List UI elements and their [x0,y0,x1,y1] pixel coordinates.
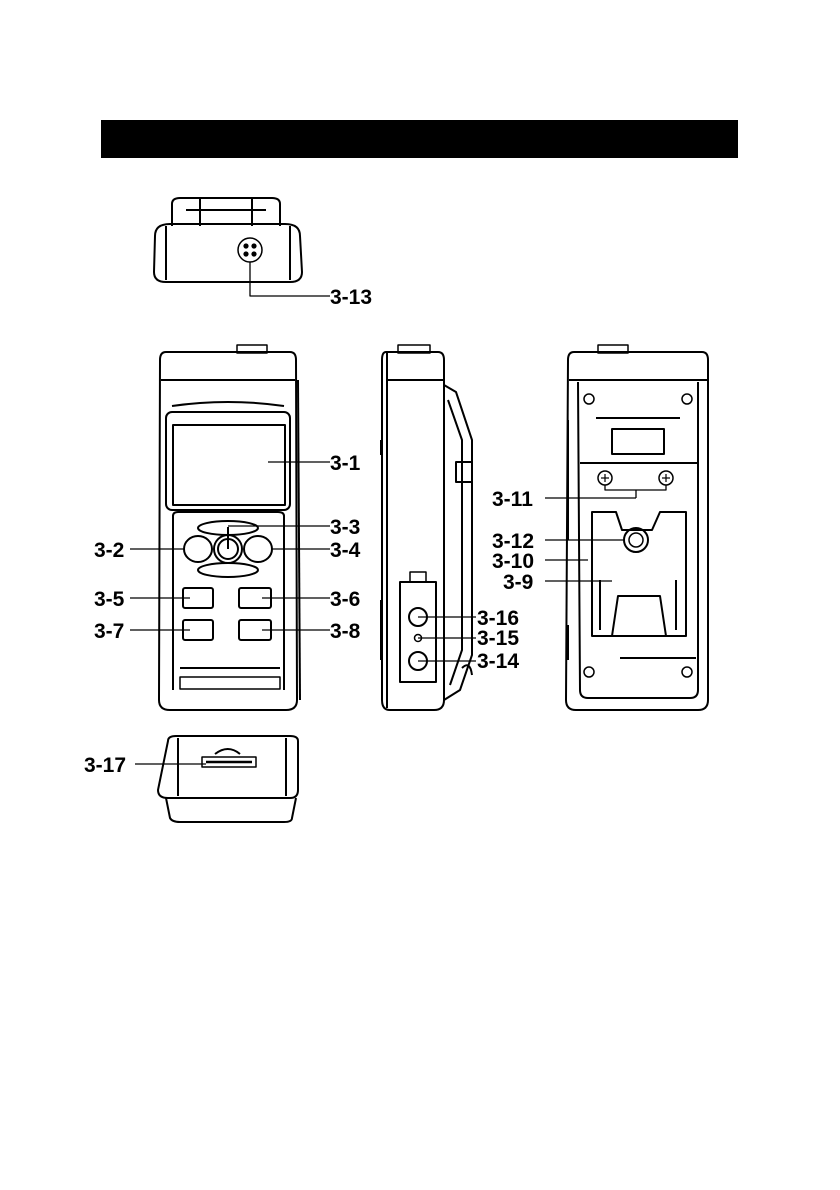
back-view [566,345,708,710]
left-button[interactable] [184,536,212,562]
bottom-view [158,736,298,822]
label-3-8: 3-8 [330,620,361,643]
screw-icon [682,667,692,677]
label-3-2: 3-2 [94,539,124,562]
screw-icon [682,394,692,404]
label-3-15: 3-15 [477,627,519,650]
top-view [154,198,302,282]
label-3-6: 3-6 [330,588,360,611]
screw-icon [584,394,594,404]
side-view [381,345,472,710]
label-3-4: 3-4 [330,539,361,562]
tripod-screw-icon [624,528,648,552]
probe-socket-icon [238,238,262,262]
label-3-14: 3-14 [477,650,519,673]
front-view [159,345,300,710]
label-3-13: 3-13 [330,286,372,309]
label-3-7: 3-7 [94,620,124,643]
label-3-9: 3-9 [503,571,533,594]
screw-icon [584,667,594,677]
label-3-1: 3-1 [330,452,361,475]
label-3-10: 3-10 [492,550,534,573]
right-button[interactable] [244,536,272,562]
label-3-5: 3-5 [94,588,125,611]
label-3-3: 3-3 [330,516,360,539]
label-3-17: 3-17 [84,754,126,777]
label-3-11: 3-11 [492,488,533,511]
down-button[interactable] [198,563,258,577]
